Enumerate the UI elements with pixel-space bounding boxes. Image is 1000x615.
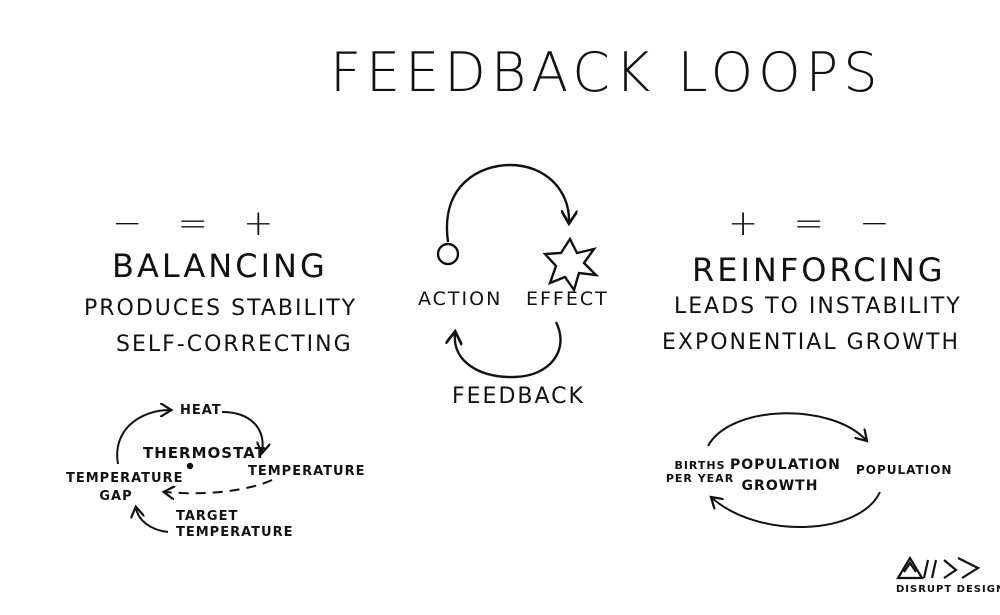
- population-label: POPULATION: [856, 463, 953, 477]
- effect-label: EFFECT: [526, 288, 609, 310]
- temperature-gap-label-1: TEMPERATURE: [66, 471, 184, 486]
- population-growth-label-1: POPULATION: [730, 457, 841, 473]
- page-title: FEEDBACK LOOPS: [330, 41, 883, 104]
- action-to-effect-arrow: [445, 163, 569, 243]
- births-per-year-label-1: BIRTHS: [674, 459, 726, 472]
- reinforcing-description-2: EXPONENTIAL GROWTH: [662, 330, 960, 355]
- reinforcing-heading: REINFORCING: [692, 251, 946, 289]
- feedback-arrow: [455, 321, 562, 379]
- thermostat-dot-icon: [186, 462, 194, 470]
- reinforcing-loop-arrow-bottom: [712, 491, 881, 529]
- disrupt-design-logo-icon: [896, 555, 981, 580]
- population-growth-label-2: GROWTH: [741, 478, 819, 494]
- births-per-year-label-2: PER YEAR: [665, 472, 735, 485]
- logo-text: DISRUPT DESIGN: [896, 584, 1000, 595]
- reinforcing-description-1: LEADS TO INSTABILITY: [674, 294, 962, 319]
- reinforcing-symbols: + = −: [728, 203, 902, 244]
- balancing-loop-dashed-arrow: [165, 479, 273, 493]
- effect-star-icon: [542, 236, 600, 293]
- reinforcing-loop-arrow-top: [707, 412, 866, 447]
- balancing-symbols: − = +: [112, 203, 286, 244]
- balancing-loop-arrow-bottom: [136, 508, 169, 533]
- temperature-gap-label-2: GAP: [99, 489, 133, 504]
- balancing-description-2: SELF-CORRECTING: [116, 332, 353, 357]
- balancing-description-1: PRODUCES STABILITY: [84, 296, 358, 321]
- target-temperature-label-1: TARGET: [176, 509, 239, 524]
- target-temperature-label-2: TEMPERATURE: [176, 525, 294, 540]
- action-node-icon: [436, 242, 460, 266]
- thermostat-label: THERMOSTAT: [143, 444, 266, 462]
- heat-label: HEAT: [180, 403, 222, 418]
- balancing-heading: BALANCING: [112, 247, 328, 285]
- feedback-label: FEEDBACK: [452, 384, 585, 409]
- temperature-label: TEMPERATURE: [248, 464, 366, 479]
- action-label: ACTION: [418, 288, 503, 310]
- balancing-loop-arrow-right: [221, 411, 263, 452]
- balancing-loop-arrow-top: [116, 410, 170, 465]
